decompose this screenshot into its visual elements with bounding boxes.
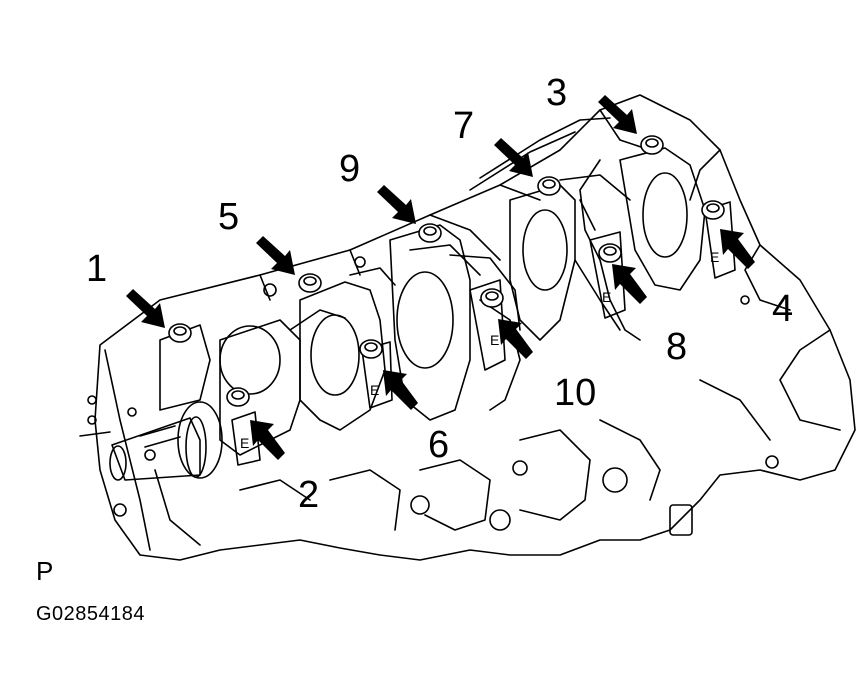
crankshaft-nose — [109, 401, 223, 481]
arrow-5 — [256, 236, 295, 275]
callout-2: 2 — [298, 474, 320, 516]
callout-1: 1 — [86, 248, 108, 290]
bolt-3 — [640, 135, 664, 155]
bolt-4 — [701, 200, 725, 220]
arrow-4 — [720, 229, 755, 269]
callout-3: 3 — [546, 72, 568, 114]
bolt-9 — [418, 223, 442, 243]
arrow-8 — [612, 264, 647, 304]
view-code-label: P — [36, 556, 54, 586]
bolt-7 — [537, 176, 561, 196]
arrow-6 — [383, 370, 418, 410]
callout-5: 5 — [218, 196, 240, 238]
callout-9: 9 — [339, 148, 361, 190]
callout-7: 7 — [453, 105, 475, 147]
bolt-8 — [598, 243, 622, 263]
bolt-heads — [168, 135, 725, 407]
callout-6: 6 — [428, 424, 450, 466]
arrow-2 — [250, 420, 285, 460]
cap-mark: E — [240, 435, 249, 451]
arrow-3 — [598, 95, 637, 134]
cap-mark: E — [490, 332, 499, 348]
arrow-10 — [498, 319, 533, 359]
bolt-1 — [168, 323, 192, 343]
engine-block-outline — [79, 94, 856, 561]
arrow-7 — [494, 138, 533, 177]
bolt-2 — [226, 387, 250, 407]
bolt-6 — [359, 339, 383, 359]
bearing-caps: E E E E E — [159, 147, 736, 466]
bolt-5 — [298, 273, 322, 293]
callout-4: 4 — [772, 288, 794, 330]
arrow-9 — [377, 185, 416, 224]
cap-mark: E — [602, 289, 611, 305]
callout-10: 10 — [554, 372, 597, 414]
cap-mark: E — [710, 249, 719, 265]
pointer-arrows — [126, 95, 755, 460]
bolt-10 — [480, 288, 504, 308]
callout-8: 8 — [666, 326, 688, 368]
figure-id-label: G02854184 — [36, 603, 146, 625]
arrow-1 — [126, 289, 165, 328]
cap-mark: E — [370, 382, 379, 398]
